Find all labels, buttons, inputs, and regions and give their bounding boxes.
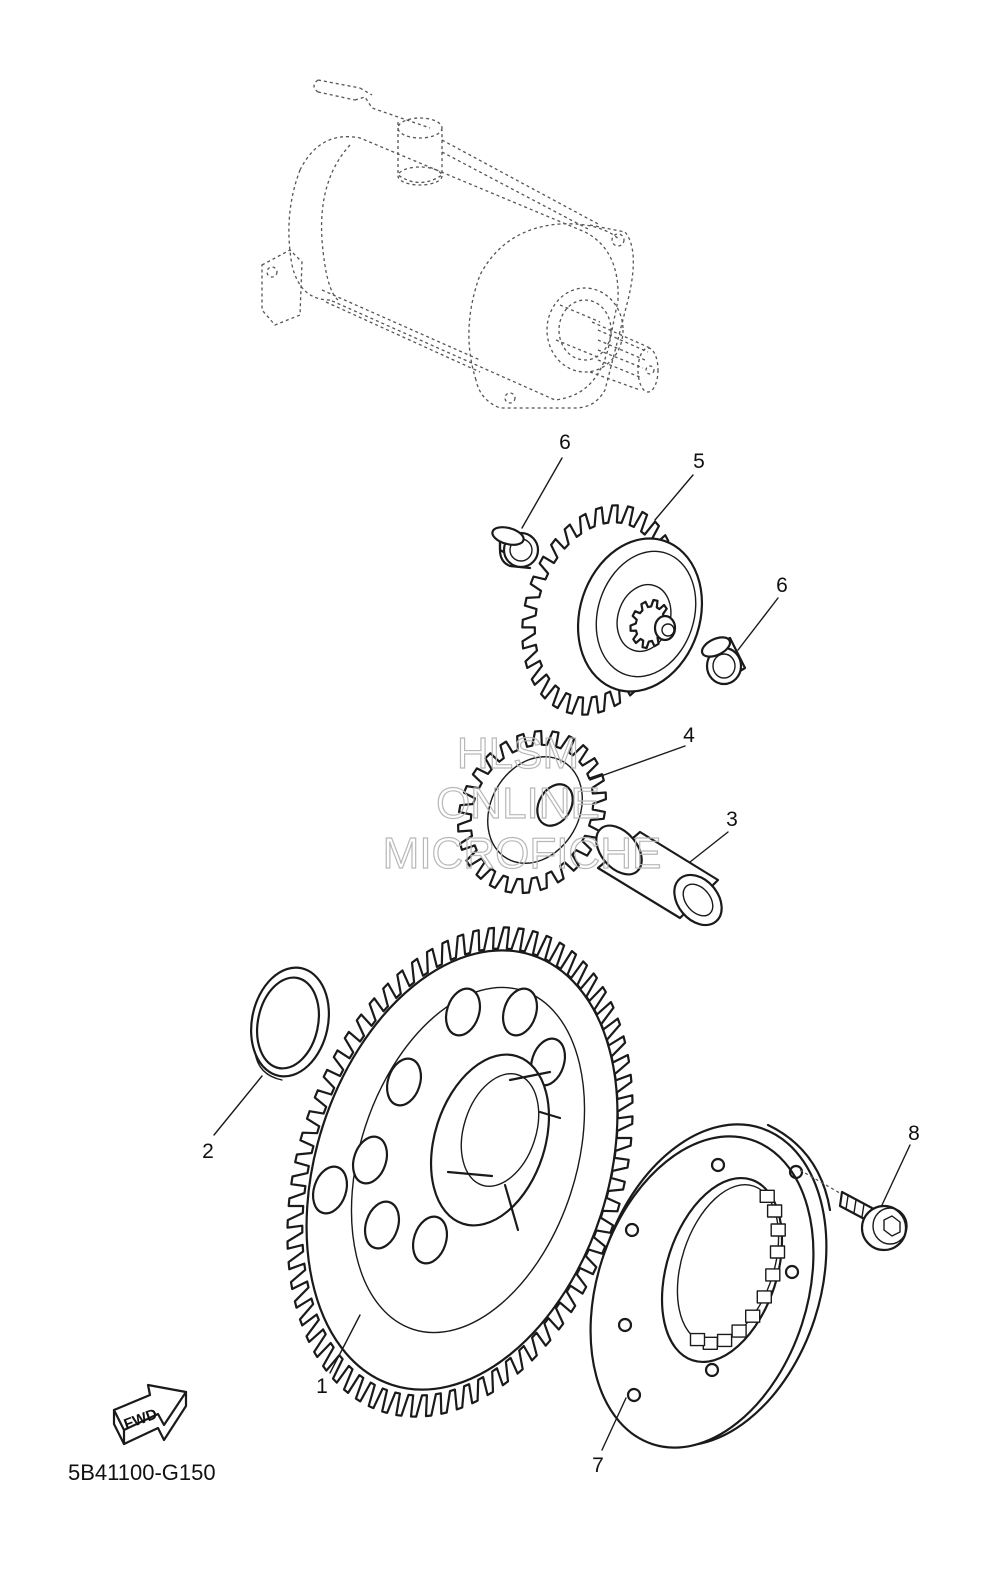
leader-lines bbox=[213, 457, 911, 1451]
diagram-code: 5B41100-G150 bbox=[68, 1460, 216, 1485]
callout-3: 3 bbox=[726, 808, 738, 831]
lightening-hole bbox=[363, 1200, 401, 1250]
clutch-roller bbox=[766, 1204, 783, 1218]
watermark: HLSM ONLINE MICROFICHE bbox=[382, 728, 662, 878]
lightening-hole bbox=[385, 1057, 423, 1107]
starter-wheel-gear-1 bbox=[286, 926, 634, 1418]
lightening-hole bbox=[311, 1165, 349, 1215]
callout-6-left: 6 bbox=[559, 431, 571, 454]
clutch-roller bbox=[716, 1333, 733, 1348]
clutch-roller bbox=[759, 1189, 775, 1204]
clutch-roller bbox=[769, 1245, 786, 1259]
idler-gear-4 bbox=[457, 729, 607, 895]
lightening-hole bbox=[351, 1135, 389, 1185]
callout-2: 2 bbox=[202, 1140, 214, 1163]
washer-2 bbox=[250, 966, 330, 1081]
bushing-6-right bbox=[700, 636, 747, 686]
clutch-roller bbox=[731, 1324, 747, 1338]
clutch-roller bbox=[765, 1268, 781, 1282]
callout-6-right: 6 bbox=[776, 574, 788, 597]
clutch-roller bbox=[756, 1290, 772, 1304]
bolt-8 bbox=[799, 1169, 908, 1252]
bushing-6-left bbox=[491, 526, 540, 570]
fwd-arrow-icon: FWD bbox=[112, 1383, 188, 1446]
callout-7: 7 bbox=[592, 1454, 604, 1477]
lightening-hole bbox=[501, 987, 539, 1037]
clutch-roller bbox=[702, 1336, 718, 1351]
shaft-3 bbox=[595, 824, 723, 927]
clutch-roller bbox=[745, 1309, 761, 1323]
starter-motor bbox=[261, 79, 659, 409]
idler-gear-5 bbox=[521, 504, 704, 716]
callout-4: 4 bbox=[683, 724, 695, 747]
one-way-clutch-7 bbox=[589, 1123, 832, 1449]
watermark-line-2: ONLINE bbox=[436, 779, 600, 828]
callout-8: 8 bbox=[908, 1122, 920, 1145]
clutch-roller bbox=[689, 1332, 706, 1347]
watermark-line-3: MICROFICHE bbox=[383, 829, 662, 878]
watermark-line-1: HLSM bbox=[457, 729, 579, 778]
lightening-hole bbox=[444, 987, 482, 1037]
lightening-hole bbox=[411, 1215, 449, 1265]
callout-1: 1 bbox=[316, 1375, 328, 1398]
callout-5: 5 bbox=[693, 450, 705, 473]
clutch-roller bbox=[770, 1223, 786, 1237]
